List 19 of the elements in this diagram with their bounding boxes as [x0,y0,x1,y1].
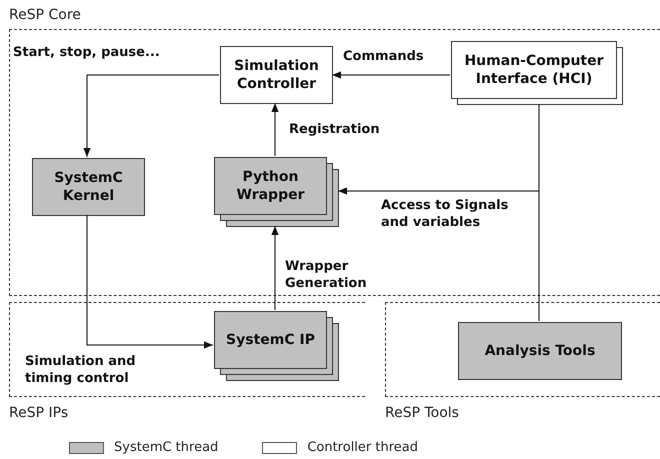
arrow [271,102,279,156]
process-box: SystemC IP [214,311,327,369]
process-box: Analysis Tools [458,322,622,380]
process-box: SystemC Kernel [32,158,145,216]
process-box: Python Wrapper [214,157,327,215]
arrow [271,226,279,310]
note-text: Simulation and timing control [25,353,137,387]
arrow [332,71,450,79]
process-box: Simulation Controller [220,46,333,104]
group-title: ReSP Core [9,6,81,24]
legend-label: Controller thread [307,439,418,457]
arrow [83,74,220,158]
arrow [86,214,214,349]
group-title: ReSP Tools [385,404,459,422]
legend-label: SystemC thread [114,439,218,457]
note-text: Start, stop, pause... [13,44,160,61]
process-box: Human-Computer Interface (HCI) [451,41,617,99]
edge-label: Registration [289,121,380,138]
group-title: ReSP IPs [9,404,68,422]
